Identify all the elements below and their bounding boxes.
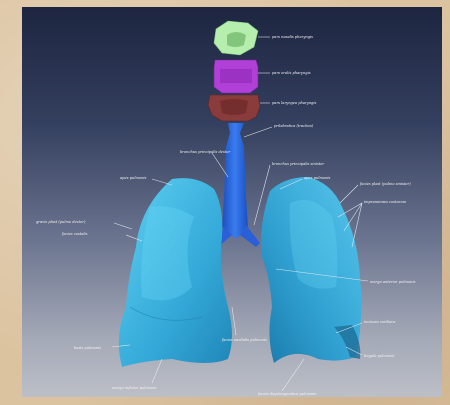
label-pars-laryngea: pars laryngea pharyngis (272, 101, 316, 105)
label-lingula: lingula pulmonis (364, 354, 394, 358)
label-pulmo-sinister: facies plast (pulmo sinister) (359, 182, 411, 186)
anatomy-render-panel: pars nasalis pharyngis pars oralis phary… (22, 7, 442, 397)
label-margo-inferior: margo inferior pulmonis (112, 386, 156, 390)
label-apex-right: apex pulmonis (304, 176, 331, 180)
label-margo-anterior: margo anterior pulmonis (370, 280, 416, 284)
label-basis: basis pulmonis (74, 346, 101, 350)
respiratory-system-diagram: pars nasalis pharyngis pars oralis phary… (22, 7, 442, 397)
label-facies-costalis: facies costalis (61, 232, 88, 236)
label-trachea: prilabratica (trachea) (274, 124, 314, 128)
label-pars-oralis: pars oralis pharyngis (272, 71, 311, 75)
pars-oralis-pharyngis (214, 60, 258, 93)
left-lung (261, 177, 361, 363)
label-pulmo-dexter: gravis plast (pulmo dexter) (36, 220, 86, 224)
label-pars-nasalis: pars nasalis pharyngis (272, 35, 313, 39)
label-apex-left: apex pulmonis (120, 176, 147, 180)
label-impressiones: impressiones costarum (364, 200, 407, 204)
pars-nasalis-pharyngis (214, 21, 258, 55)
label-bronchus-sinister: bronchus principalis sinister (272, 162, 324, 166)
pars-laryngea-pharyngis (208, 95, 260, 121)
label-incisura-cardiaca: incisura cardiaca (364, 320, 395, 324)
label-facies-medialis: facies medialis pulmonis (221, 338, 267, 342)
label-facies-diaphragmatica: facies diaphragmatica pulmonis (257, 392, 316, 396)
right-lung (119, 178, 232, 367)
label-bronchus-dexter: bronchus principalis dexter (180, 150, 231, 154)
